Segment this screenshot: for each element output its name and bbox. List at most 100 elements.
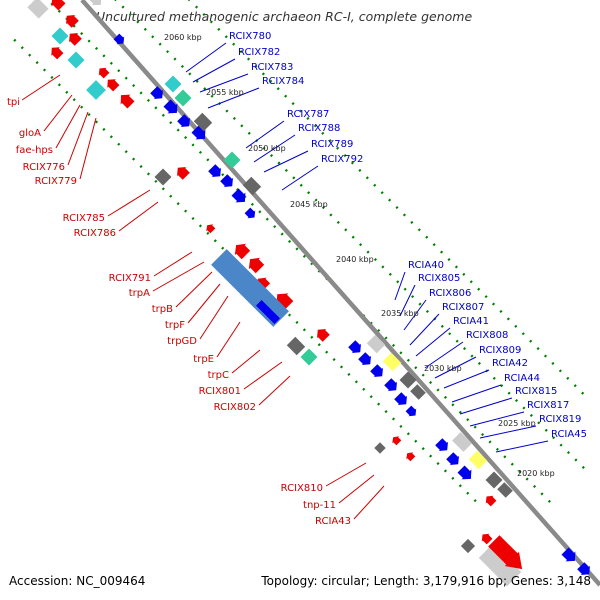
minus-label-4-leader bbox=[67, 111, 89, 166]
gene-arrow bbox=[234, 243, 251, 260]
scale-label-2: 2055 kbp bbox=[206, 88, 244, 97]
plus-label-4-leader bbox=[207, 87, 260, 109]
gene-arrow bbox=[98, 67, 110, 79]
minus-label-9-leader bbox=[152, 261, 205, 292]
gene-arrow bbox=[220, 174, 233, 187]
gene-arrow bbox=[348, 340, 361, 353]
plus-label-11: RCIX806 bbox=[429, 288, 471, 299]
gene-block bbox=[51, 27, 69, 45]
minus-label-5-leader bbox=[79, 117, 97, 180]
plus-label-9-leader bbox=[394, 271, 406, 301]
gene-block bbox=[193, 112, 213, 132]
plus-label-10-leader bbox=[399, 284, 416, 317]
minus-label-1-leader bbox=[21, 74, 61, 101]
gene-arrow bbox=[370, 364, 383, 377]
gene-features bbox=[27, 0, 590, 587]
plus-label-14-leader bbox=[424, 341, 464, 369]
tick-track-1 bbox=[114, 0, 588, 472]
gene-arrow bbox=[561, 547, 576, 562]
gene-block bbox=[154, 168, 172, 186]
gene-arrow bbox=[120, 94, 135, 109]
plus-label-8-leader bbox=[281, 165, 319, 191]
scale-label-9: 2020 kbp bbox=[517, 469, 555, 478]
plus-label-6: RCIX788 bbox=[298, 123, 340, 134]
scale-label-5: 2040 kbp bbox=[336, 255, 374, 264]
plus-label-19: RCIX817 bbox=[527, 400, 569, 411]
minus-label-15: RCIX801 bbox=[199, 386, 241, 397]
gene-block bbox=[67, 51, 85, 69]
genome-backbone bbox=[80, 0, 600, 587]
minus-label-2: gloA bbox=[19, 128, 41, 139]
plus-label-11-leader bbox=[403, 299, 427, 331]
minus-label-8: RCIX791 bbox=[109, 273, 151, 284]
plus-label-5-leader bbox=[245, 120, 285, 149]
plus-label-5: RCIX787 bbox=[287, 109, 329, 120]
plus-label-21: RCIA45 bbox=[551, 429, 587, 440]
plus-label-18: RCIX815 bbox=[515, 386, 557, 397]
minus-label-14-leader bbox=[231, 349, 261, 374]
minus-label-14: trpC bbox=[208, 370, 229, 381]
plus-label-3: RCIX783 bbox=[251, 62, 293, 73]
gene-arrow bbox=[51, 47, 64, 60]
minus-label-5: RCIX779 bbox=[35, 176, 77, 187]
plus-label-13-leader bbox=[415, 327, 451, 357]
gene-block bbox=[86, 80, 106, 100]
gene-arrow bbox=[244, 207, 256, 219]
genome-title: Uncultured methanogenic archaeon RC-I, c… bbox=[96, 9, 473, 24]
plus-label-20: RCIX819 bbox=[539, 414, 581, 425]
minus-label-7: RCIX786 bbox=[74, 228, 116, 239]
minus-label-6-leader bbox=[107, 189, 151, 217]
plus-label-17: RCIA44 bbox=[504, 373, 540, 384]
minus-label-10-leader bbox=[175, 271, 213, 308]
minus-label-7-leader bbox=[118, 201, 159, 232]
gene-arrow bbox=[384, 378, 397, 391]
gene-arrow bbox=[51, 0, 66, 11]
minus-label-4: RCIX776 bbox=[23, 162, 65, 173]
minus-label-1: tpi bbox=[7, 97, 20, 108]
gene-arrow bbox=[577, 562, 590, 575]
gene-arrow bbox=[406, 452, 416, 462]
gene-arrow bbox=[457, 465, 472, 480]
plus-label-17-leader bbox=[451, 384, 502, 403]
plus-label-19-leader bbox=[469, 411, 525, 427]
plus-label-8: RCIX792 bbox=[321, 154, 363, 165]
minus-label-17: RCIX810 bbox=[281, 483, 323, 494]
tick-track-0 bbox=[46, 0, 554, 506]
plus-label-2-leader bbox=[192, 58, 236, 83]
plus-label-7-leader bbox=[263, 150, 309, 173]
gene-arrow bbox=[177, 114, 190, 127]
gene-block bbox=[497, 482, 513, 498]
plus-label-21-leader bbox=[495, 440, 549, 453]
plus-label-7: RCIX789 bbox=[311, 139, 353, 150]
scale-label-4: 2045 kbp bbox=[290, 200, 328, 209]
gene-arrow bbox=[248, 257, 265, 274]
plus-label-14: RCIX808 bbox=[466, 330, 508, 341]
gene-arrow bbox=[69, 33, 82, 46]
minus-label-18-leader bbox=[338, 474, 375, 504]
gene-block bbox=[256, 300, 280, 324]
gene-block bbox=[300, 348, 318, 366]
gene-arrow bbox=[177, 167, 190, 180]
gene-block bbox=[223, 151, 241, 169]
minus-label-9: trpA bbox=[129, 288, 150, 299]
gene-block bbox=[286, 336, 306, 356]
plus-label-6-leader bbox=[253, 134, 296, 163]
plus-label-18-leader bbox=[459, 397, 513, 415]
minus-label-16-leader bbox=[258, 375, 291, 406]
plus-label-1-leader bbox=[185, 42, 227, 73]
gene-arrow bbox=[485, 495, 497, 507]
minus-label-17-leader bbox=[325, 462, 367, 487]
plus-label-3-leader bbox=[199, 73, 249, 93]
gene-arrow bbox=[107, 79, 120, 92]
minus-label-15-leader bbox=[243, 361, 283, 390]
gene-arrow bbox=[317, 329, 330, 342]
plus-label-12: RCIX807 bbox=[442, 302, 484, 313]
plus-label-1: RCIX780 bbox=[229, 31, 271, 42]
minus-label-16: RCIX802 bbox=[214, 402, 256, 413]
gene-arrow bbox=[163, 99, 178, 114]
gene-arrow bbox=[392, 436, 402, 446]
minus-label-10: trpB bbox=[152, 304, 173, 315]
minus-label-3: fae-hps bbox=[16, 145, 53, 156]
